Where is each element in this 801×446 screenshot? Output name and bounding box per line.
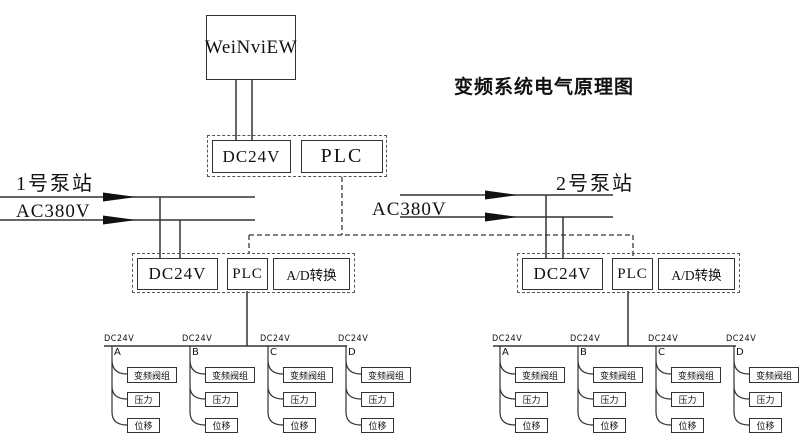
branch: DC24V A 变频阀组 压力 位移 <box>492 334 572 446</box>
displacement-box: 位移 <box>361 418 394 433</box>
branch: DC24V D 变频阀组 压力 位移 <box>338 334 418 446</box>
hmi-box: WeiNviEW <box>204 15 298 80</box>
pressure-box: 压力 <box>749 392 782 407</box>
control-plc-label: PLC <box>320 145 364 167</box>
control-cabinet-outline <box>207 135 387 177</box>
branch-wires <box>111 346 750 426</box>
branch-id: C <box>270 347 277 358</box>
displacement-box: 位移 <box>671 418 704 433</box>
arrow-icon <box>485 212 518 222</box>
branch-supply-label: DC24V <box>648 334 679 344</box>
station2-ad-box: A/D转换 <box>658 258 735 290</box>
arrow-icon <box>103 192 136 202</box>
plc-comm-dashed-lines <box>248 177 634 259</box>
branch-id: A <box>502 347 509 358</box>
station2-dc24v-label: DC24V <box>533 264 592 283</box>
valve-group-box: 变频阀组 <box>593 367 643 383</box>
plc-to-bus-wires <box>246 291 629 346</box>
pressure-box: 压力 <box>127 392 160 407</box>
branch-id: C <box>658 347 665 358</box>
station2-cabinet-outline <box>517 253 740 293</box>
station1-ad-box: A/D转换 <box>273 258 350 290</box>
branch-id: D <box>348 347 356 358</box>
station1-cabinet-outline <box>132 253 355 293</box>
station1-ad-label: A/D转换 <box>286 268 337 283</box>
branch-id: A <box>114 347 121 358</box>
station2-plc-box: PLC <box>612 258 653 290</box>
valve-group-box: 变频阀组 <box>515 367 565 383</box>
pressure-box: 压力 <box>283 392 316 407</box>
displacement-box: 位移 <box>515 418 548 433</box>
branch-id: D <box>736 347 744 358</box>
valve-group-box: 变频阀组 <box>283 367 333 383</box>
branch: DC24V D 变频阀组 压力 位移 <box>726 334 801 446</box>
branch-supply-label: DC24V <box>182 334 213 344</box>
station2-name: 2号泵站 <box>556 173 634 195</box>
branch: DC24V C 变频阀组 压力 位移 <box>260 334 340 446</box>
branch-supply-label: DC24V <box>260 334 291 344</box>
station2-ad-label: A/D转换 <box>671 268 722 283</box>
valve-group-box: 变频阀组 <box>749 367 799 383</box>
branch-supply-label: DC24V <box>492 334 523 344</box>
pressure-box: 压力 <box>671 392 704 407</box>
branch-id: B <box>192 347 199 358</box>
valve-group-box: 变频阀组 <box>361 367 411 383</box>
hmi-label: WeiNviEW <box>204 36 298 58</box>
pressure-box: 压力 <box>593 392 626 407</box>
control-dc24v-label: DC24V <box>222 146 281 166</box>
branch: DC24V A 变频阀组 压力 位移 <box>104 334 184 446</box>
displacement-box: 位移 <box>749 418 782 433</box>
station1-power-label: AC380V <box>16 201 91 222</box>
displacement-box: 位移 <box>593 418 626 433</box>
pressure-box: 压力 <box>361 392 394 407</box>
pressure-box: 压力 <box>205 392 238 407</box>
arrow-icon <box>103 215 136 225</box>
arrow-icon <box>485 190 518 200</box>
valve-group-box: 变频阀组 <box>671 367 721 383</box>
branch-supply-label: DC24V <box>570 334 601 344</box>
branch: DC24V B 变频阀组 压力 位移 <box>570 334 650 446</box>
displacement-box: 位移 <box>205 418 238 433</box>
branch-supply-label: DC24V <box>104 334 135 344</box>
station2-power-label: AC380V <box>372 199 447 220</box>
station1-plc-box: PLC <box>227 258 268 290</box>
valve-group-box: 变频阀组 <box>127 367 177 383</box>
branch-id: B <box>580 347 587 358</box>
control-plc-box: PLC <box>301 140 383 173</box>
station1-name: 1号泵站 <box>16 173 94 195</box>
hmi-to-cabinet-wires <box>235 80 253 140</box>
station2-plc-label: PLC <box>617 265 648 282</box>
branch-supply-label: DC24V <box>726 334 757 344</box>
control-dc24v-box: DC24V <box>212 140 291 173</box>
displacement-box: 位移 <box>127 418 160 433</box>
valve-group-box: 变频阀组 <box>205 367 255 383</box>
station1-dc24v-box: DC24V <box>137 258 218 290</box>
station1-plc-label: PLC <box>232 265 263 282</box>
station1-dc24v-label: DC24V <box>148 264 207 283</box>
branch: DC24V B 变频阀组 压力 位移 <box>182 334 262 446</box>
pressure-box: 压力 <box>515 392 548 407</box>
branch: DC24V C 变频阀组 压力 位移 <box>648 334 728 446</box>
station2-dc24v-box: DC24V <box>522 258 603 290</box>
displacement-box: 位移 <box>283 418 316 433</box>
branch-supply-label: DC24V <box>338 334 369 344</box>
diagram-title: 变频系统电气原理图 <box>454 76 635 98</box>
